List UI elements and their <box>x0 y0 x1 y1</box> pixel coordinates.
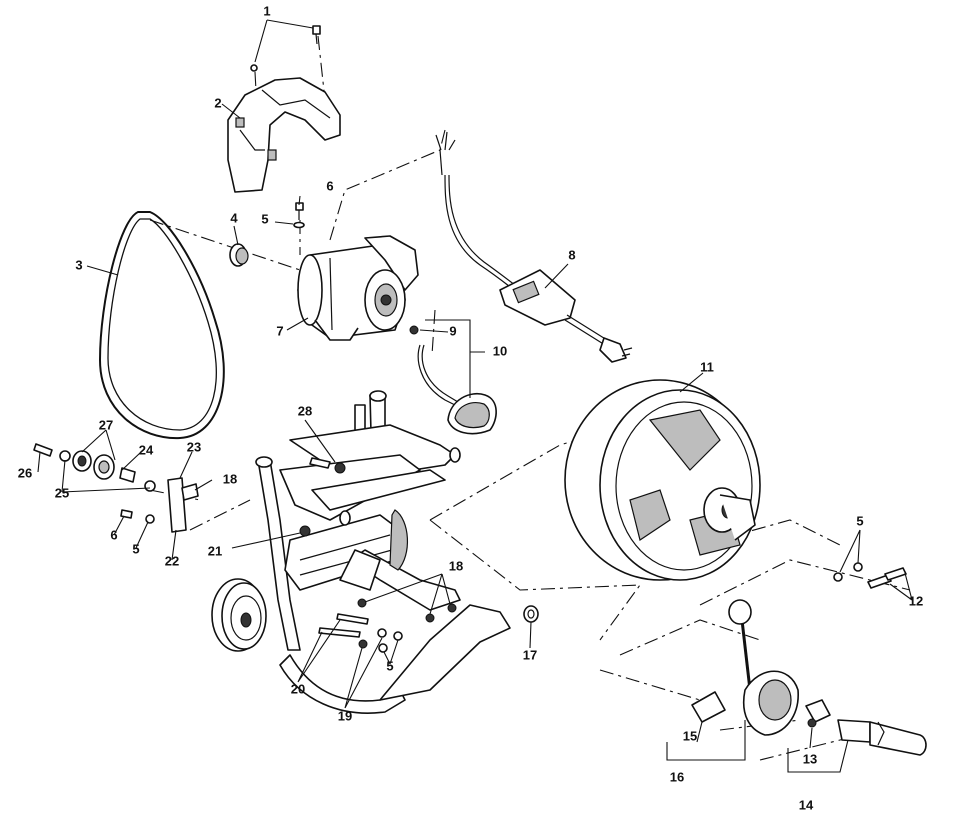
frame-nut <box>299 525 311 537</box>
callout-21: 21 <box>208 543 222 558</box>
callout-4: 4 <box>230 210 238 225</box>
callout-6-motor: 6 <box>326 178 333 193</box>
callout-1: 1 <box>263 3 270 18</box>
axle-bolts <box>318 613 403 653</box>
callout-9: 9 <box>449 323 456 338</box>
callout-3: 3 <box>75 257 82 272</box>
motor-screw <box>293 202 305 229</box>
callout-2: 2 <box>214 95 221 110</box>
motor-pulley <box>229 243 249 267</box>
leader-lines <box>37 19 913 773</box>
callout-7: 7 <box>276 323 283 338</box>
callout-11: 11 <box>700 359 714 374</box>
idler-hardware <box>33 443 199 533</box>
frame-bolt <box>309 457 346 474</box>
cable-drum <box>564 379 761 581</box>
callout-16: 16 <box>670 769 684 784</box>
power-cord <box>435 131 633 363</box>
callout-23: 23 <box>187 439 201 454</box>
callout-5-frame: 5 <box>386 658 393 673</box>
feed-control <box>691 599 927 756</box>
callout-24: 24 <box>139 442 154 457</box>
callout-5-drum: 5 <box>856 513 863 528</box>
callout-25: 25 <box>55 485 69 500</box>
callout-8: 8 <box>568 247 575 262</box>
callout-22: 22 <box>165 553 179 568</box>
callout-18-idler: 18 <box>223 471 237 486</box>
callout-17: 17 <box>523 647 537 662</box>
callout-10: 10 <box>493 343 507 358</box>
belt-guard <box>227 77 341 193</box>
callout-26: 26 <box>18 465 32 480</box>
callout-12: 12 <box>909 593 923 608</box>
drive-belt <box>98 211 225 440</box>
callout-18-frame: 18 <box>449 558 463 573</box>
callout-28: 28 <box>298 403 312 418</box>
wheel <box>211 578 267 652</box>
callout-15: 15 <box>683 728 697 743</box>
callout-14: 14 <box>799 797 814 812</box>
callout-5-motor: 5 <box>261 211 268 226</box>
drum-pins <box>833 562 907 589</box>
frame <box>255 390 511 714</box>
callout-27: 27 <box>99 417 113 432</box>
callout-19: 19 <box>338 708 352 723</box>
foot-pedal <box>409 325 497 435</box>
motor <box>297 235 419 341</box>
callout-5-idler: 5 <box>132 541 139 556</box>
callout-6-idler: 6 <box>110 527 117 542</box>
callout-20: 20 <box>291 681 305 696</box>
guard-screw <box>250 25 321 72</box>
callout-13: 13 <box>803 751 817 766</box>
callout-labels: 1 2 3 4 5 6 7 8 9 10 11 5 12 27 28 24 23… <box>18 3 923 812</box>
frame-washer <box>523 605 539 623</box>
